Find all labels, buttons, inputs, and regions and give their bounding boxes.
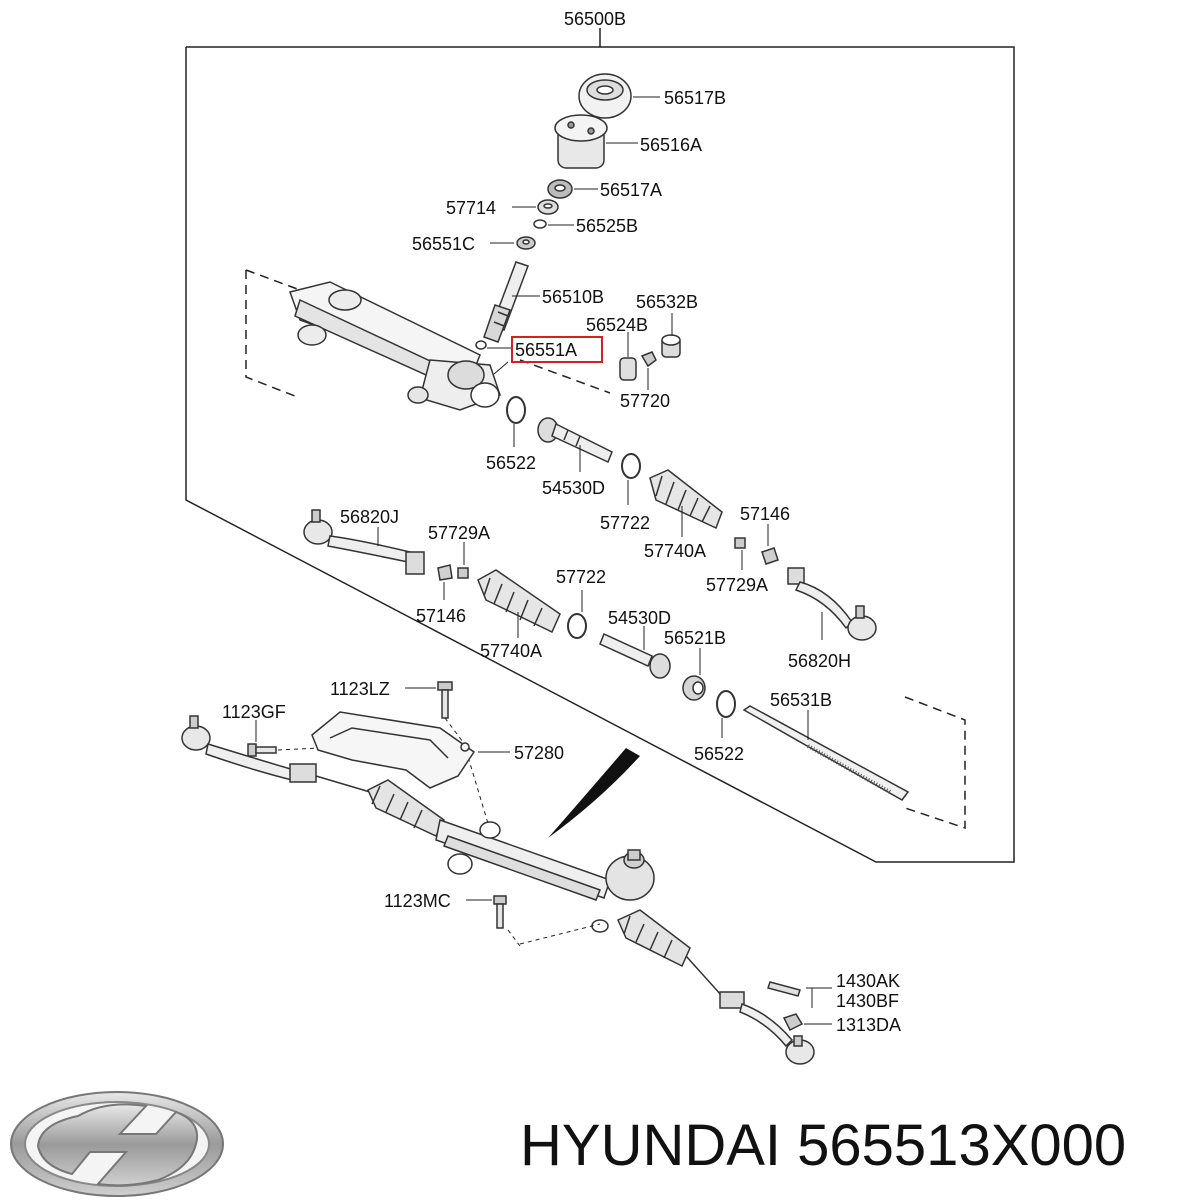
tie-rod-end-56820H	[787, 567, 877, 641]
assembly-frame	[185, 28, 1015, 863]
label-1430AK: 1430AK	[836, 971, 900, 991]
ring-56522-lower	[716, 690, 736, 718]
bolt-1123MC	[493, 895, 507, 929]
label-56820H: 56820H	[788, 651, 851, 671]
pin-57729A-lower	[457, 567, 469, 579]
plug-56517B	[578, 73, 632, 119]
clamp-57722-upper	[621, 453, 641, 479]
bolt-1123GF	[247, 743, 277, 757]
label-57720: 57720	[620, 391, 670, 411]
label-57722-upper: 57722	[600, 513, 650, 533]
label-56551C: 56551C	[412, 234, 475, 254]
nut-57720	[640, 351, 657, 368]
tie-rod-54530D-upper	[537, 417, 613, 464]
spring-56524B	[619, 357, 637, 381]
pinion-shaft-56510B	[483, 261, 529, 343]
bolt-1123LZ	[437, 681, 453, 719]
label-56531B: 56531B	[770, 690, 832, 710]
brand-name: HYUNDAI	[520, 1113, 782, 1178]
brand-part-number: HYUNDAI 565513X000	[520, 1106, 1190, 1186]
label-57146-lower: 57146	[416, 606, 466, 626]
rack-56531B	[742, 705, 910, 801]
bushing-56521B	[682, 675, 706, 701]
label-1123LZ: 1123LZ	[330, 679, 390, 699]
label-56525B: 56525B	[576, 216, 638, 236]
label-57714: 57714	[446, 198, 496, 218]
ring-56522-upper	[506, 396, 526, 424]
seal-56525B	[533, 219, 547, 229]
label-54530D-upper: 54530D	[542, 478, 605, 498]
label-57740A-upper: 57740A	[644, 541, 706, 561]
label-57722-lower: 57722	[556, 567, 606, 587]
nut-57146-lower	[437, 564, 453, 581]
label-56551A: 56551A	[515, 340, 577, 360]
label-56516A: 56516A	[640, 135, 702, 155]
label-1313DA: 1313DA	[836, 1015, 901, 1035]
seal-56551C	[516, 236, 536, 250]
label-56510B: 56510B	[542, 287, 604, 307]
seal-56551A	[475, 340, 487, 350]
ring-56517A	[547, 179, 573, 199]
heat-shield-57280	[311, 711, 476, 789]
part-number: 565513X000	[797, 1113, 1127, 1178]
label-56521B: 56521B	[664, 628, 726, 648]
label-57740A-lower: 57740A	[480, 641, 542, 661]
yoke-56516A	[554, 114, 608, 169]
cap-56532B	[661, 334, 681, 358]
nut-1313DA	[782, 1013, 804, 1032]
tie-rod-54530D-lower	[599, 632, 671, 679]
highlight-56551A-box	[511, 336, 603, 363]
label-56522-upper: 56522	[486, 453, 536, 473]
hyundai-logo-icon	[10, 1091, 224, 1197]
label-56532B: 56532B	[636, 292, 698, 312]
label-56524B: 56524B	[586, 315, 648, 335]
clamp-57722-lower	[567, 613, 587, 639]
direction-wedge	[548, 748, 640, 838]
washer-57714	[537, 199, 559, 215]
boot-57740A-upper	[649, 469, 723, 530]
label-57280: 57280	[514, 743, 564, 763]
label-1123MC: 1123MC	[384, 891, 451, 911]
label-56522-lower: 56522	[694, 744, 744, 764]
cotter-pin-1430AK	[767, 981, 801, 997]
pin-57729A-upper	[734, 537, 746, 549]
steering-rack-assembly	[181, 715, 815, 1065]
label-57729A-upper: 57729A	[706, 575, 768, 595]
nut-57146-upper	[761, 547, 779, 565]
label-54530D-lower: 54530D	[608, 608, 671, 628]
label-1123GF: 1123GF	[222, 702, 286, 722]
label-1430BF: 1430BF	[836, 991, 899, 1011]
tie-rod-end-56820J	[303, 509, 425, 575]
boot-57740A-lower	[477, 569, 561, 634]
label-57729A-lower: 57729A	[428, 523, 490, 543]
label-56517A: 56517A	[600, 180, 662, 200]
label-56517B: 56517B	[664, 88, 726, 108]
label-56820J: 56820J	[340, 507, 399, 527]
gear-housing	[289, 281, 501, 411]
label-57146-upper: 57146	[740, 504, 790, 524]
assembly-label: 56500B	[564, 9, 626, 29]
